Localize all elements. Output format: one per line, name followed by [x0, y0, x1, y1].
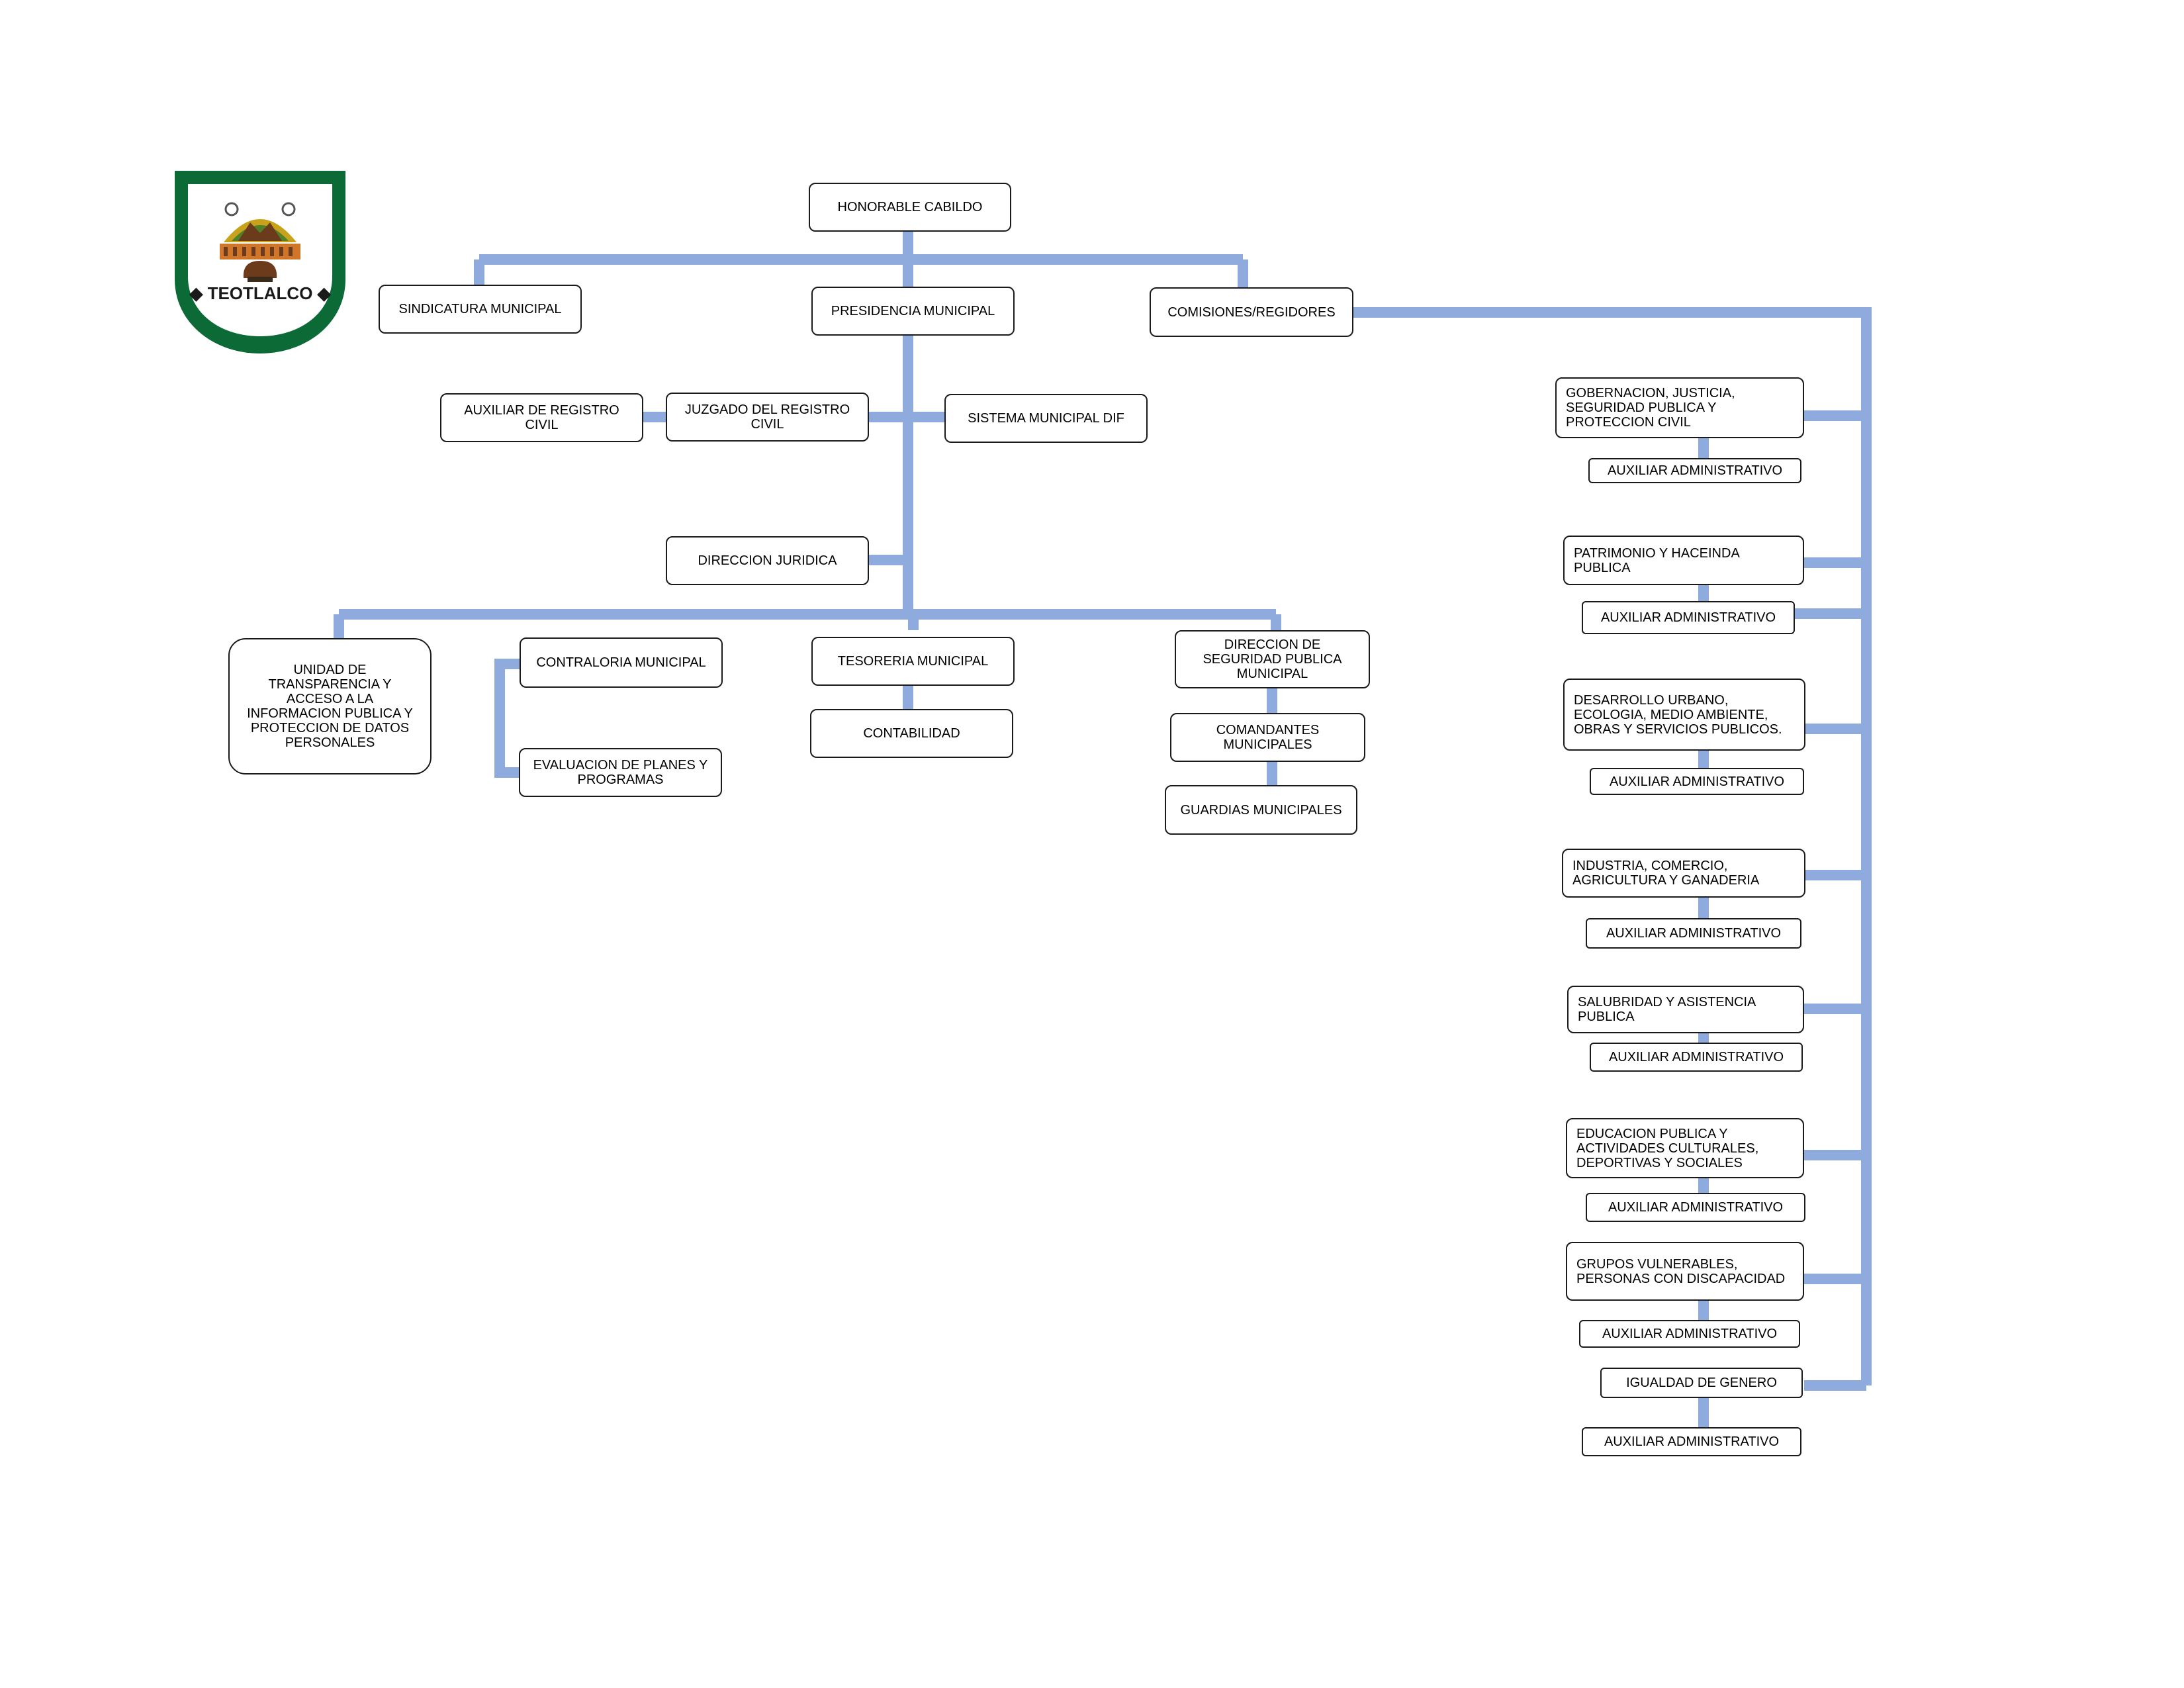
org-label: AUXILIAR DE REGISTRO CIVIL [464, 403, 619, 432]
commission-aux-label: AUXILIAR ADMINISTRATIVO [1600, 610, 1776, 625]
org-label: COMANDANTES MUNICIPALES [1216, 723, 1320, 752]
commission-aux-box-8: AUXILIAR ADMINISTRATIVO [1582, 1427, 1801, 1456]
connector-lower-bus [334, 609, 1281, 639]
org-box-tesoreria: TESORERIA MUNICIPAL [811, 637, 1015, 686]
org-box-contraloria: CONTRALORIA MUNICIPAL [520, 637, 723, 688]
commission-aux-label: AUXILIAR ADMINISTRATIVO [1608, 1050, 1784, 1064]
org-box-cabildo: HONORABLE CABILDO [809, 183, 1011, 232]
org-box-comisiones: COMISIONES/REGIDORES [1150, 287, 1353, 337]
commission-box-3: DESARROLLO URBANO, ECOLOGIA, MEDIO AMBIE… [1563, 679, 1805, 751]
commission-aux-label: AUXILIAR ADMINISTRATIVO [1609, 774, 1785, 789]
org-box-presidencia: PRESIDENCIA MUNICIPAL [811, 287, 1015, 336]
commission-label: INDUSTRIA, COMERCIO, AGRICULTURA Y GANAD… [1572, 859, 1760, 888]
commission-aux-box-2: AUXILIAR ADMINISTRATIVO [1582, 601, 1795, 634]
commission-aux-box-7: AUXILIAR ADMINISTRATIVO [1579, 1320, 1800, 1348]
commission-box-7: GRUPOS VULNERABLES, PERSONAS CON DISCAPA… [1566, 1242, 1804, 1301]
connector-commission-7 [1698, 1274, 1866, 1321]
org-label: TESORERIA MUNICIPAL [837, 654, 989, 669]
org-label: SINDICATURA MUNICIPAL [398, 302, 562, 316]
commission-aux-box-1: AUXILIAR ADMINISTRATIVO [1588, 458, 1801, 483]
org-box-evaluacion: EVALUACION DE PLANES Y PROGRAMAS [519, 748, 722, 797]
connector-comisiones [1353, 307, 1872, 1385]
commission-aux-box-4: AUXILIAR ADMINISTRATIVO [1586, 918, 1801, 949]
connector-commission-5 [1698, 1004, 1866, 1044]
commission-label: DESARROLLO URBANO, ECOLOGIA, MEDIO AMBIE… [1574, 692, 1782, 737]
org-box-auxiliar-registro: AUXILIAR DE REGISTRO CIVIL [440, 393, 643, 442]
org-box-dif: SISTEMA MUNICIPAL DIF [944, 394, 1148, 443]
commission-label: IGUALDAD DE GENERO [1626, 1376, 1777, 1390]
org-label: JUZGADO DEL REGISTRO CIVIL [684, 402, 850, 432]
commission-label: PATRIMONIO Y HACEINDA PUBLICA [1574, 545, 1740, 575]
org-box-sindicatura: SINDICATURA MUNICIPAL [379, 285, 582, 334]
org-box-contabilidad: CONTABILIDAD [810, 709, 1013, 758]
org-label: UNIDAD DE TRANSPARENCIA Y ACCESO A LA IN… [247, 663, 413, 750]
commission-box-1: GOBERNACION, JUSTICIA, SEGURIDAD PUBLICA… [1555, 377, 1804, 438]
commission-label: EDUCACION PUBLICA Y ACTIVIDADES CULTURAL… [1576, 1126, 1759, 1170]
commission-box-2: PATRIMONIO Y HACEINDA PUBLICA [1563, 536, 1804, 585]
org-label: HONORABLE CABILDO [837, 200, 983, 214]
org-label: SISTEMA MUNICIPAL DIF [968, 411, 1124, 426]
org-label: CONTRALORIA MUNICIPAL [536, 655, 706, 670]
org-box-juzgado: JUZGADO DEL REGISTRO CIVIL [666, 393, 869, 442]
connector-commission-1 [1698, 410, 1866, 459]
commission-aux-box-3: AUXILIAR ADMINISTRATIVO [1590, 768, 1804, 795]
connector-commission-4 [1698, 870, 1866, 919]
commission-label: GRUPOS VULNERABLES, PERSONAS CON DISCAPA… [1576, 1256, 1786, 1286]
org-box-seguridad: DIRECCION DE SEGURIDAD PUBLICA MUNICIPAL [1175, 630, 1370, 688]
connector-cabildo [474, 229, 1248, 289]
commission-aux-box-5: AUXILIAR ADMINISTRATIVO [1590, 1043, 1803, 1072]
org-label: PRESIDENCIA MUNICIPAL [831, 304, 995, 318]
connector-commission-3 [1698, 724, 1866, 769]
commission-aux-label: AUXILIAR ADMINISTRATIVO [1602, 1327, 1778, 1341]
commission-box-8: IGUALDAD DE GENERO [1600, 1368, 1803, 1398]
commission-aux-label: AUXILIAR ADMINISTRATIVO [1608, 1200, 1784, 1215]
org-box-comandantes: COMANDANTES MUNICIPALES [1170, 713, 1365, 762]
connector-commission-2 [1698, 557, 1866, 619]
commission-aux-label: AUXILIAR ADMINISTRATIVO [1604, 1434, 1780, 1449]
connector-commission-8 [1698, 1380, 1866, 1429]
org-box-juridica: DIRECCION JURIDICA [666, 536, 869, 585]
commission-aux-label: AUXILIAR ADMINISTRATIVO [1606, 926, 1782, 941]
commission-label: GOBERNACION, JUSTICIA, SEGURIDAD PUBLICA… [1566, 386, 1735, 430]
commission-box-5: SALUBRIDAD Y ASISTENCIA PUBLICA [1567, 986, 1804, 1033]
org-box-transparencia: UNIDAD DE TRANSPARENCIA Y ACCESO A LA IN… [228, 638, 432, 774]
org-label: DIRECCION JURIDICA [698, 553, 837, 568]
org-label: GUARDIAS MUNICIPALES [1180, 802, 1342, 818]
org-label: DIRECCION DE SEGURIDAD PUBLICA MUNICIPAL [1203, 637, 1342, 681]
org-label: EVALUACION DE PLANES Y PROGRAMAS [533, 758, 708, 787]
commission-box-4: INDUSTRIA, COMERCIO, AGRICULTURA Y GANAD… [1562, 849, 1805, 898]
connector-contraloria [494, 659, 520, 778]
commission-aux-box-6: AUXILIAR ADMINISTRATIVO [1586, 1193, 1805, 1222]
connector-commission-6 [1698, 1150, 1866, 1194]
commission-label: SALUBRIDAD Y ASISTENCIA PUBLICA [1578, 995, 1756, 1024]
org-label: COMISIONES/REGIDORES [1167, 305, 1336, 320]
commission-aux-label: AUXILIAR ADMINISTRATIVO [1607, 463, 1783, 478]
org-label: CONTABILIDAD [863, 726, 960, 741]
commission-box-6: EDUCACION PUBLICA Y ACTIVIDADES CULTURAL… [1566, 1118, 1804, 1178]
org-box-guardias: GUARDIAS MUNICIPALES [1165, 785, 1357, 835]
municipal-logo: ◆ TEOTLALCO ◆ [171, 167, 349, 362]
svg-text:◆ TEOTLALCO ◆: ◆ TEOTLALCO ◆ [189, 283, 331, 303]
